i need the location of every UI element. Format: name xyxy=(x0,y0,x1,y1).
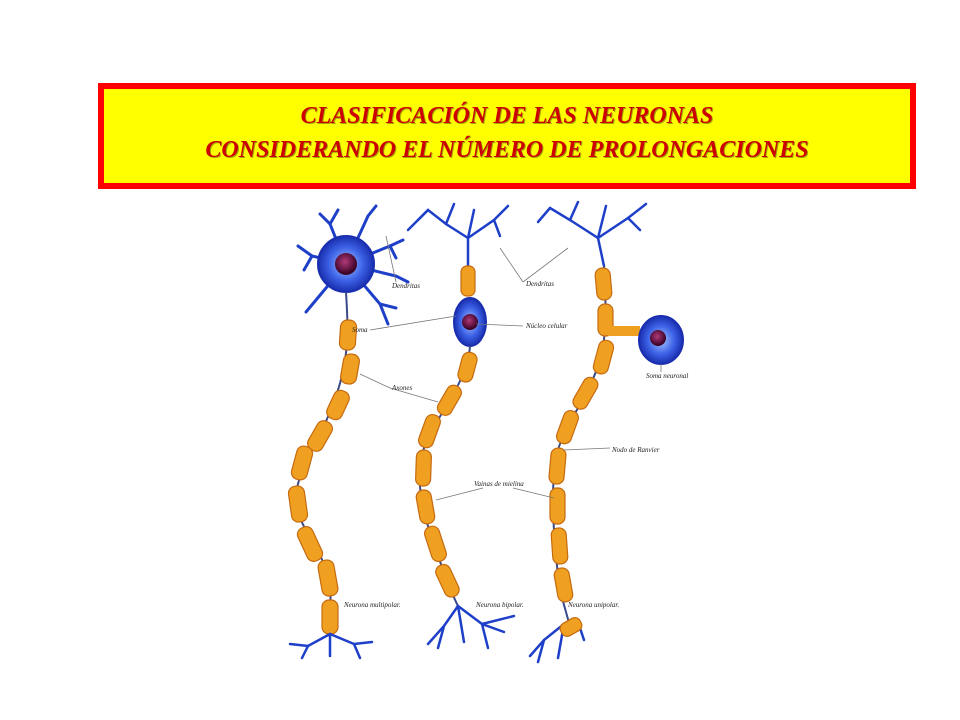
multipolar-nucleus xyxy=(335,253,357,275)
label-multipolar: Neurona multipolar. xyxy=(343,601,401,609)
bipolar-neuron xyxy=(406,202,516,650)
bipolar-nucleus xyxy=(462,314,478,330)
bipolar-dendrites xyxy=(406,202,510,268)
unipolar-neuron xyxy=(528,200,684,664)
title-line-2: CONSIDERANDO EL NÚMERO DE PROLONGACIONES xyxy=(205,137,809,163)
label-unipolar: Neurona unipolar. xyxy=(567,601,619,609)
label-bipolar: Neurona bipolar. xyxy=(475,601,524,609)
multipolar-myelin xyxy=(287,319,360,635)
label-soma: Soma xyxy=(352,326,368,334)
neuron-diagram: Dendritas Dendritas Soma Núcleo celular … xyxy=(287,200,688,664)
title-line-1: CLASIFICACIÓN DE LAS NEURONAS xyxy=(300,103,714,129)
unipolar-myelin xyxy=(548,267,615,603)
label-soma-neuronal: Soma neuronal xyxy=(646,372,688,380)
labels: Dendritas Dendritas Soma Núcleo celular … xyxy=(343,280,688,609)
label-axones: Axones xyxy=(391,384,412,392)
label-dendritas-mid: Dendritas xyxy=(525,280,554,288)
label-vainas: Vainas de mielina xyxy=(474,480,524,488)
title-box: CLASIFICACIÓN DE LAS NEURONAS CONSIDERAN… xyxy=(98,83,916,189)
bipolar-myelin xyxy=(415,351,478,598)
label-dendritas-left: Dendritas xyxy=(391,282,420,290)
unipolar-dendrites xyxy=(536,200,648,268)
label-nodo: Nodo de Ranvier xyxy=(611,446,660,454)
leader-lines xyxy=(359,235,662,501)
multipolar-neuron xyxy=(287,204,410,660)
multipolar-terminal xyxy=(288,632,374,660)
label-nucleo: Núcleo celular xyxy=(525,322,568,330)
unipolar-nucleus xyxy=(650,330,666,346)
bipolar-terminal xyxy=(426,604,516,650)
